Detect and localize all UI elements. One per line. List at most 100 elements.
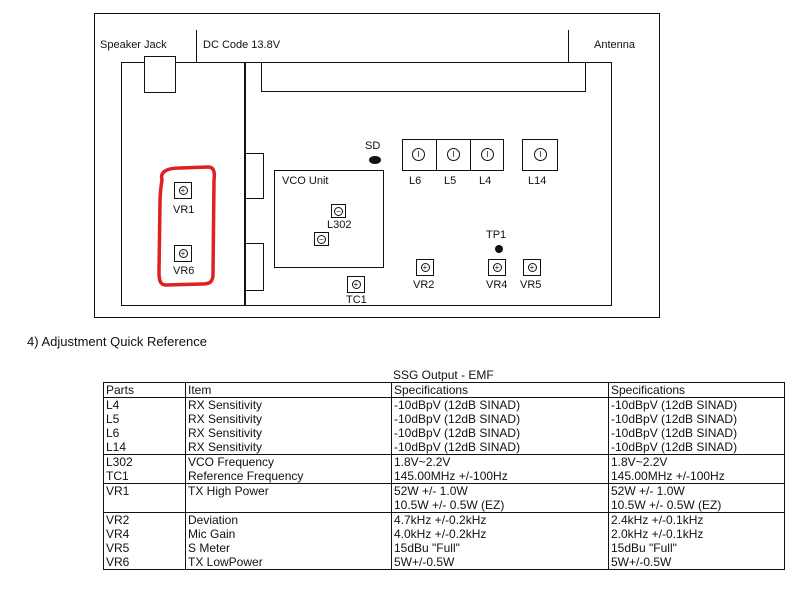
red-highlight-loop	[157, 165, 217, 287]
spec-cell: 15dBu "Full"	[391, 541, 609, 555]
table-row: VR2 Deviation 4.7kHz +/-0.2kHz 2.4kHz +/…	[103, 512, 785, 527]
side-slot-upper	[244, 153, 264, 199]
vr5-trimmer: +	[523, 259, 541, 276]
vr1-label: VR1	[173, 204, 195, 216]
part-cell: L5	[103, 412, 186, 426]
tp1-test-point	[495, 245, 503, 253]
trimmer-icon: +	[178, 186, 188, 195]
group-header: SSG Output - EMF	[393, 368, 494, 382]
coil-box-l14	[522, 139, 558, 171]
antenna-label: Antenna	[594, 39, 635, 51]
trimmer-icon: −	[317, 234, 326, 244]
column-header: Item	[185, 382, 392, 398]
item-cell: RX Sensitivity	[185, 397, 392, 412]
table-row: L302 VCO Frequency 1.8V~2.2V 1.8V~2.2V	[103, 454, 785, 469]
spec-cell: 2.4kHz +/-0.1kHz	[608, 512, 785, 527]
part-cell: VR6	[103, 555, 186, 570]
trimmer-icon: +	[527, 263, 537, 272]
speaker-jack-label: Speaker Jack	[100, 39, 167, 51]
part-cell: VR5	[103, 541, 186, 555]
divider-line	[568, 30, 569, 62]
spec-cell: -10dBpV (12dB SINAD)	[608, 440, 785, 455]
vr6-label: VR6	[173, 265, 195, 277]
table-row: VR1 TX High Power 52W +/- 1.0W 52W +/- 1…	[103, 483, 785, 498]
board-diagram: Speaker Jack DC Code 13.8V Antenna + VR1…	[94, 13, 660, 318]
table-row: VR5 S Meter 15dBu "Full" 15dBu "Full"	[103, 541, 785, 555]
vr2-trimmer: +	[416, 259, 434, 276]
spec-cell: 10.5W +/- 0.5W (EZ)	[608, 498, 785, 513]
item-cell: Reference Frequency	[185, 469, 392, 484]
chassis-outline	[121, 62, 612, 306]
sd-test-point	[369, 156, 381, 164]
part-cell: VR4	[103, 527, 186, 541]
part-cell	[103, 498, 186, 513]
table-row: L4 RX Sensitivity -10dBpV (12dB SINAD) -…	[103, 397, 785, 412]
table-row: 10.5W +/- 0.5W (EZ) 10.5W +/- 0.5W (EZ)	[103, 498, 785, 513]
item-cell: TX LowPower	[185, 555, 392, 570]
spec-cell: 10.5W +/- 0.5W (EZ)	[391, 498, 609, 513]
part-cell: L14	[103, 440, 186, 455]
spec-cell: 2.0kHz +/-0.1kHz	[608, 527, 785, 541]
adjustment-table: Parts Item Specifications Specifications…	[103, 382, 785, 570]
spec-cell: 52W +/- 1.0W	[391, 483, 609, 498]
spec-cell: 4.7kHz +/-0.2kHz	[391, 512, 609, 527]
spec-cell: 15dBu "Full"	[608, 541, 785, 555]
spec-cell: 1.8V~2.2V	[391, 454, 609, 469]
vr5-label: VR5	[520, 279, 542, 291]
spec-cell: -10dBpV (12dB SINAD)	[391, 426, 609, 440]
divider-line	[196, 30, 197, 62]
spec-cell: 145.00MHz +/-100Hz	[391, 469, 609, 484]
item-cell: Deviation	[185, 512, 392, 527]
vr4-trimmer: +	[488, 259, 506, 276]
item-cell: RX Sensitivity	[185, 426, 392, 440]
coil-divider	[470, 139, 471, 171]
section-heading: 4) Adjustment Quick Reference	[27, 334, 207, 349]
table-row: TC1 Reference Frequency 145.00MHz +/-100…	[103, 469, 785, 484]
item-cell: S Meter	[185, 541, 392, 555]
spec-cell: 5W+/-0.5W	[608, 555, 785, 570]
l5-label: L5	[444, 175, 457, 187]
vco-unit-box	[274, 170, 384, 268]
spec-cell: 145.00MHz +/-100Hz	[608, 469, 785, 484]
trimmer-icon: +	[492, 263, 502, 272]
item-cell: Mic Gain	[185, 527, 392, 541]
spec-cell: 52W +/- 1.0W	[608, 483, 785, 498]
side-slot-lower	[244, 243, 264, 291]
vco-unit-title: VCO Unit	[282, 175, 329, 187]
table-row: VR6 TX LowPower 5W+/-0.5W 5W+/-0.5W	[103, 555, 785, 570]
tc1-trimmer: +	[347, 276, 365, 293]
trimmer-icon: +	[178, 249, 188, 258]
l6-label: L6	[409, 175, 422, 187]
coil-icon-l4: I	[481, 148, 494, 161]
spec-cell: 5W+/-0.5W	[391, 555, 609, 570]
spec-cell: 1.8V~2.2V	[608, 454, 785, 469]
vr6-trimmer: +	[174, 245, 192, 262]
table-row: L14 RX Sensitivity -10dBpV (12dB SINAD) …	[103, 440, 785, 455]
part-cell: L302	[103, 454, 186, 469]
spec-cell: -10dBpV (12dB SINAD)	[608, 412, 785, 426]
coil-icon-l5: I	[447, 148, 460, 161]
vr1-trimmer: +	[174, 182, 192, 199]
tp1-label: TP1	[486, 229, 507, 241]
table-row: VR4 Mic Gain 4.0kHz +/-0.2kHz 2.0kHz +/-…	[103, 527, 785, 541]
outer-frame	[94, 13, 660, 318]
spec-cell: -10dBpV (12dB SINAD)	[608, 426, 785, 440]
item-cell: TX High Power	[185, 483, 392, 498]
item-cell: RX Sensitivity	[185, 412, 392, 426]
part-cell: TC1	[103, 469, 186, 484]
coil-icon-l6: I	[412, 148, 425, 161]
coil-strip	[402, 139, 504, 171]
tc1-label: TC1	[346, 294, 367, 306]
sd-label: SD	[365, 140, 381, 152]
l4-label: L4	[479, 175, 492, 187]
column-header: Specifications	[608, 382, 785, 398]
table-header-row: Parts Item Specifications Specifications	[103, 382, 785, 398]
part-cell: VR2	[103, 512, 186, 527]
speaker-jack-block	[144, 56, 176, 93]
vco-trimmer: −	[314, 232, 329, 246]
vr4-label: VR4	[486, 279, 508, 291]
item-cell	[185, 498, 392, 513]
vr2-label: VR2	[413, 279, 435, 291]
spec-cell: -10dBpV (12dB SINAD)	[608, 397, 785, 412]
part-cell: L6	[103, 426, 186, 440]
